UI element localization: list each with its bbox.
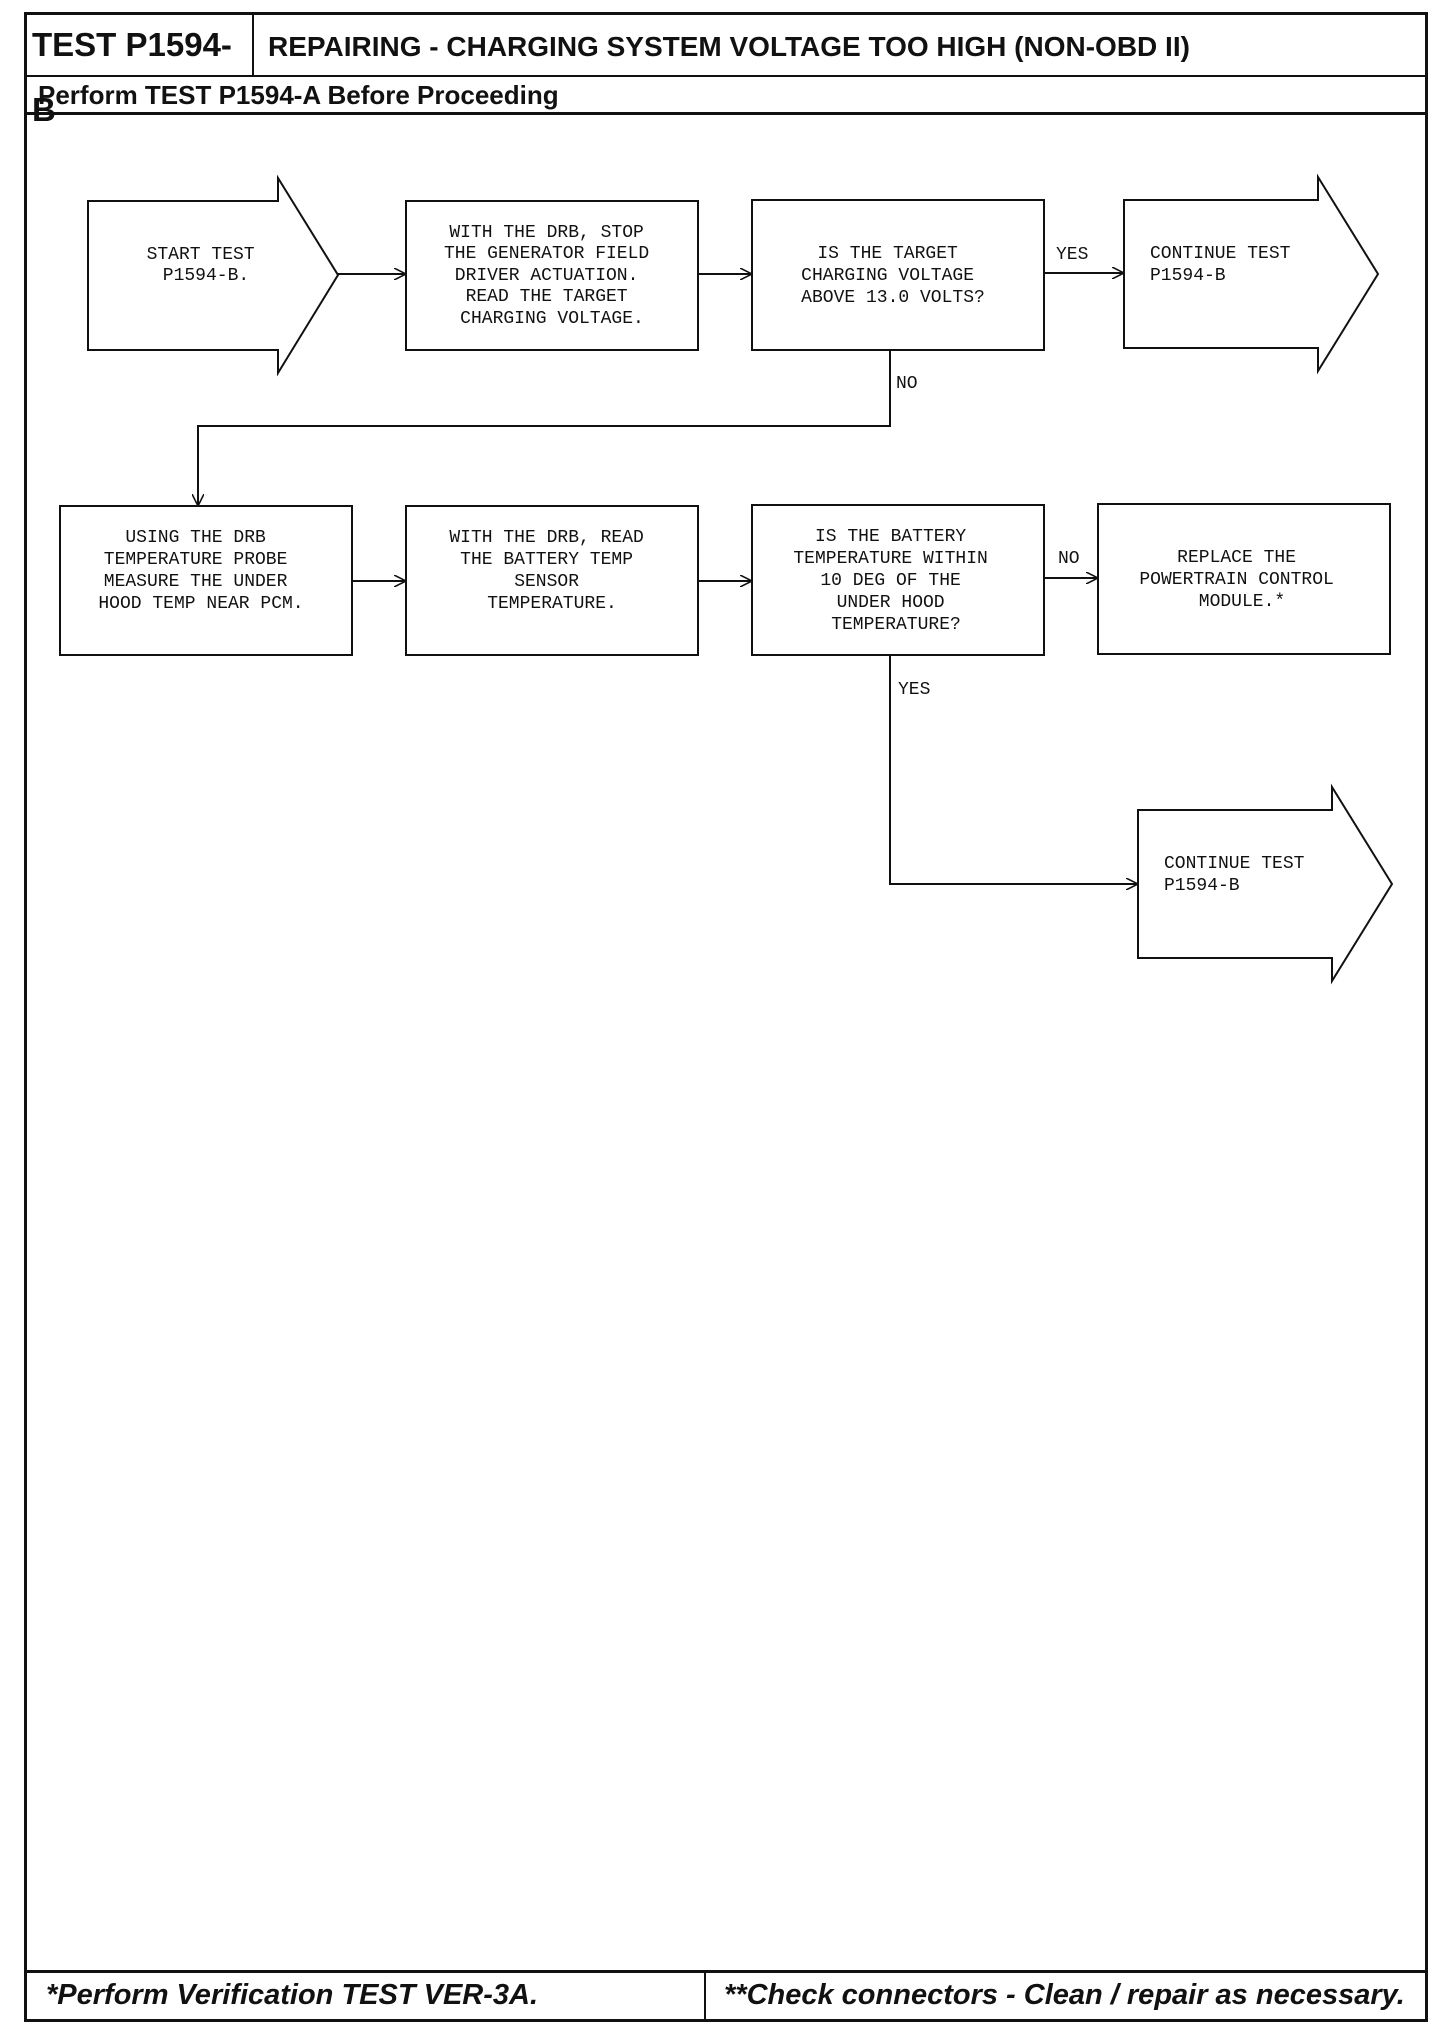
- page-title: REPAIRING - CHARGING SYSTEM VOLTAGE TOO …: [268, 31, 1190, 62]
- header-row: [24, 12, 1428, 77]
- read-temp-line: SENSOR: [514, 572, 579, 592]
- page-subtitle: Perform TEST P1594-A Before Proceeding: [24, 77, 1428, 115]
- batt-q-line: UNDER HOOD: [837, 593, 945, 613]
- footer-verification-note: *Perform Verification TEST VER-3A.: [24, 1970, 706, 2022]
- probe-line: USING THE DRB: [125, 528, 266, 548]
- replace-line: MODULE.*: [1199, 592, 1285, 612]
- label-no-2: NO: [1058, 549, 1080, 569]
- test-id: TEST P1594-B: [24, 12, 254, 128]
- svg-text:WITH THE DRB, STOP THE G: WITH THE DRB, STOP THE GENERATOR FIELD D…: [444, 223, 660, 329]
- continue2-line: CONTINUE TEST: [1164, 854, 1305, 874]
- label-yes-2: YES: [898, 680, 930, 700]
- node-stop-field-driver: WITH THE DRB, STOP THE GENERATOR FIELD D…: [405, 200, 699, 351]
- target-q-line: IS THE TARGET: [817, 244, 958, 264]
- batt-q-line: TEMPERATURE WITHIN: [793, 549, 987, 569]
- svg-text:USING THE DRB TEMPERATUR: USING THE DRB TEMPERATURE PROBE MEASURE …: [98, 528, 303, 614]
- page-frame: [24, 12, 1428, 2022]
- svg-text:WITH THE DRB, READ THE B: WITH THE DRB, READ THE BATTERY TEMP SENS…: [449, 528, 654, 614]
- node-continue-test-1: CONTINUE TEST P1594-B: [1123, 173, 1380, 375]
- start-line: P1594-B.: [163, 266, 249, 286]
- svg-text:IS THE TARGET CHARGING V: IS THE TARGET CHARGING VOLTAGE ABOVE 13.…: [801, 244, 985, 308]
- footer-connectors-note: **Check connectors - Clean / repair as n…: [724, 1979, 1405, 2011]
- read-temp-line: TEMPERATURE.: [487, 594, 617, 614]
- svg-text:IS THE BATTERY TEMPERATU: IS THE BATTERY TEMPERATURE WITHIN 10 DEG…: [793, 527, 998, 635]
- start-line: START TEST: [147, 245, 255, 265]
- batt-q-line: TEMPERATURE?: [831, 615, 961, 635]
- continue2-line: P1594-B: [1164, 876, 1240, 896]
- node-start: START TEST P1594-B.: [87, 174, 340, 377]
- target-q-line: ABOVE 13.0 VOLTS?: [801, 288, 985, 308]
- replace-line: POWERTRAIN CONTROL: [1139, 570, 1333, 590]
- stop-field-line: CHARGING VOLTAGE.: [460, 309, 644, 329]
- stop-field-line: DRIVER ACTUATION.: [455, 266, 639, 286]
- label-no-1: NO: [896, 374, 918, 394]
- continue1-line: CONTINUE TEST: [1150, 244, 1291, 264]
- node-replace-pcm: REPLACE THE POWERTRAIN CONTROL MODULE.*: [1097, 503, 1391, 655]
- read-temp-line: THE BATTERY TEMP: [460, 550, 633, 570]
- probe-line: MEASURE THE UNDER: [104, 572, 288, 592]
- node-continue-test-2: CONTINUE TEST P1594-B: [1137, 783, 1394, 985]
- svg-text:REPLACE THE POWERTRAIN C: REPLACE THE POWERTRAIN CONTROL MODULE.*: [1139, 548, 1344, 612]
- node-temperature-probe: USING THE DRB TEMPERATURE PROBE MEASURE …: [59, 505, 353, 656]
- node-battery-temp-question: IS THE BATTERY TEMPERATURE WITHIN 10 DEG…: [751, 504, 1045, 656]
- node-read-battery-temp: WITH THE DRB, READ THE BATTERY TEMP SENS…: [405, 505, 699, 656]
- target-q-line: CHARGING VOLTAGE: [801, 266, 974, 286]
- edge-batt-yes: [889, 655, 1138, 884]
- svg-text:CONTINUE TEST P1594-B: CONTINUE TEST P1594-B: [1164, 854, 1315, 896]
- replace-line: REPLACE THE: [1177, 548, 1296, 568]
- footer-row: [24, 1970, 1428, 2022]
- edge-target-no: [198, 350, 891, 506]
- svg-text:START TEST P1594-B.: START TEST P1594-B.: [147, 245, 266, 286]
- label-yes-1: YES: [1056, 245, 1088, 265]
- stop-field-line: THE GENERATOR FIELD: [444, 244, 649, 264]
- probe-line: HOOD TEMP NEAR PCM.: [98, 594, 303, 614]
- continue1-line: P1594-B: [1150, 266, 1226, 286]
- node-target-voltage-question: IS THE TARGET CHARGING VOLTAGE ABOVE 13.…: [751, 199, 1045, 351]
- batt-q-line: IS THE BATTERY: [815, 527, 966, 547]
- stop-field-line: READ THE TARGET: [466, 287, 628, 307]
- probe-line: TEMPERATURE PROBE: [104, 550, 288, 570]
- svg-text:CONTINUE TEST P1594-B: CONTINUE TEST P1594-B: [1150, 244, 1301, 286]
- read-temp-line: WITH THE DRB, READ: [449, 528, 643, 548]
- batt-q-line: 10 DEG OF THE: [820, 571, 960, 591]
- stop-field-line: WITH THE DRB, STOP: [449, 223, 643, 243]
